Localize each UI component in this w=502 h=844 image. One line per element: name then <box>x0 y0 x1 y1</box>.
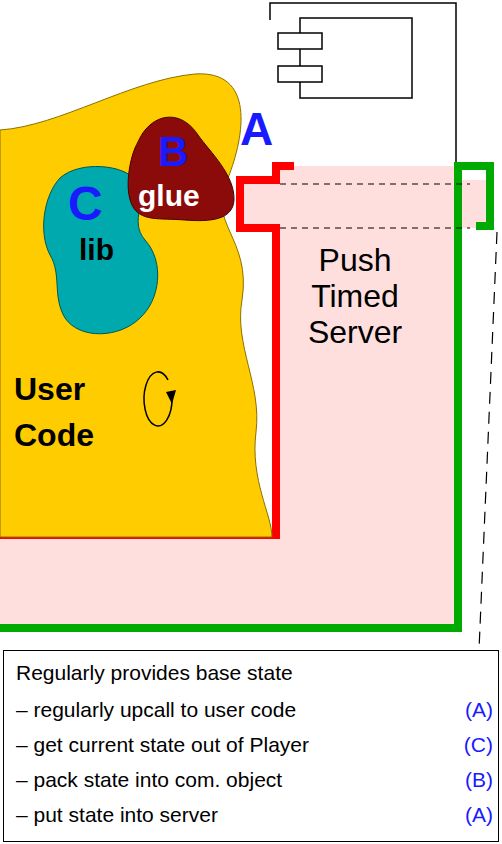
interface-dash <box>280 228 470 229</box>
node-title: Push Timed Server <box>290 242 420 350</box>
interface-dash <box>280 184 470 185</box>
user-code-shape <box>0 74 272 537</box>
component-icon <box>300 18 412 98</box>
node-text: (A) <box>401 803 493 827</box>
loop-arrow-head <box>166 390 176 404</box>
node-text: (A) <box>401 698 493 722</box>
server-fill <box>0 166 490 628</box>
node-text: (C) <box>401 733 493 757</box>
node-text: – put state into server <box>16 803 218 827</box>
node-text: – pack state into com. object <box>16 768 282 792</box>
glue-blob: Bglue <box>124 112 242 230</box>
node-text: – get current state out of Player <box>16 733 309 757</box>
node-text: (B) <box>401 768 493 792</box>
component-port <box>278 33 322 49</box>
component-link-line <box>270 3 456 166</box>
node-text: lib <box>79 232 114 267</box>
node-text: glue <box>138 178 200 213</box>
loop-arrow <box>144 372 172 426</box>
node-title: User Code <box>14 366 134 458</box>
node-text: – regularly upcall to user code <box>16 698 296 722</box>
node-title: B <box>158 128 188 176</box>
node-title: C <box>68 176 103 231</box>
note-box: Regularly provides base state – regularly… <box>3 650 499 842</box>
glue-shape <box>128 117 234 220</box>
server-outer-outline <box>0 166 490 628</box>
node-title: Regularly provides base state <box>16 661 293 685</box>
callout-letter: A <box>240 106 273 152</box>
component-port <box>278 66 322 82</box>
dashed-leader <box>479 232 497 650</box>
server-inner-outline <box>0 166 294 535</box>
